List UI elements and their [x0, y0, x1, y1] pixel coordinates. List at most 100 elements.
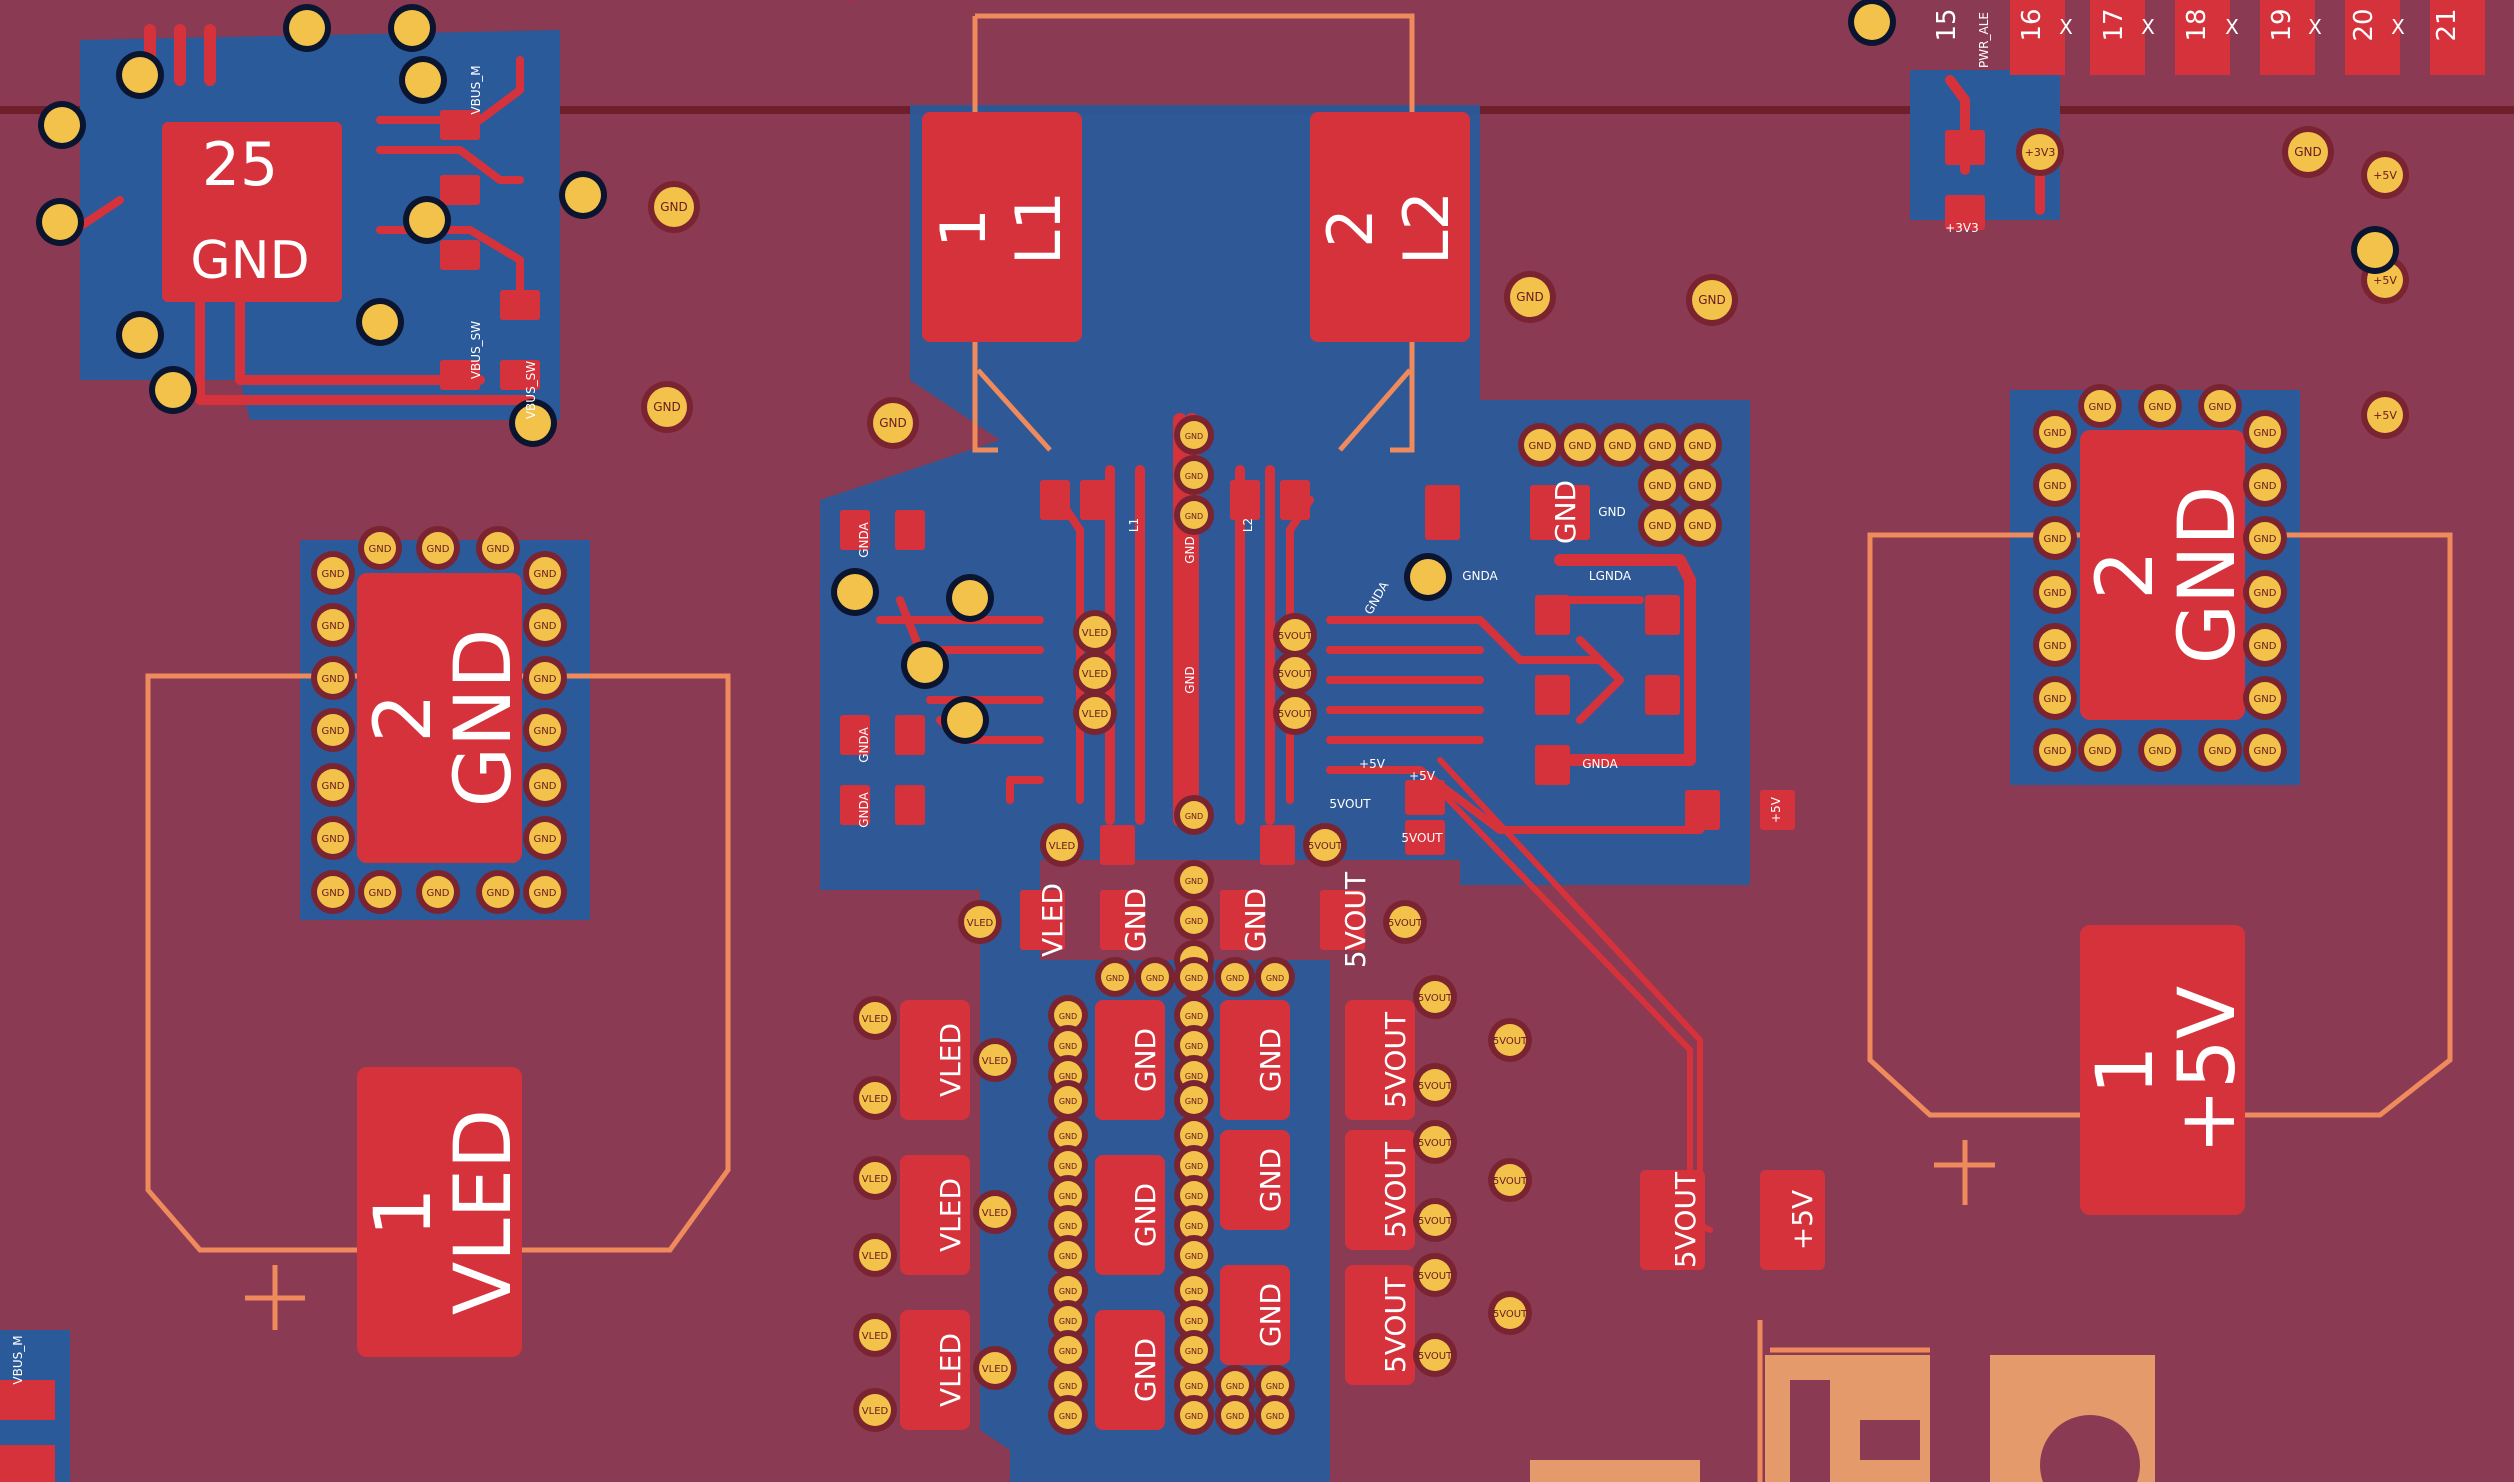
- via-plus5v[interactable]: [2367, 397, 2403, 433]
- via-gnd[interactable]: [1180, 1031, 1208, 1059]
- via[interactable]: [44, 107, 80, 143]
- via-gnd[interactable]: [1180, 1086, 1208, 1114]
- pad-L2[interactable]: [1310, 112, 1470, 342]
- via-gnd[interactable]: [2039, 469, 2071, 501]
- via-gnd[interactable]: [1180, 1371, 1208, 1399]
- via-gnd[interactable]: [2249, 469, 2281, 501]
- via-gnd[interactable]: [317, 662, 349, 694]
- via-vled[interactable]: [859, 1082, 891, 1114]
- via[interactable]: [122, 317, 158, 353]
- via[interactable]: [515, 405, 551, 441]
- via-gnd[interactable]: [2039, 416, 2071, 448]
- via-gnd[interactable]: [1054, 1001, 1082, 1029]
- via-gnd[interactable]: [2204, 390, 2236, 422]
- via-gnd[interactable]: [1180, 906, 1208, 934]
- via[interactable]: [42, 204, 78, 240]
- via-gnd[interactable]: [1054, 1371, 1082, 1399]
- via[interactable]: [947, 702, 983, 738]
- via-vled[interactable]: [859, 1002, 891, 1034]
- via-gnd[interactable]: [1644, 469, 1676, 501]
- pad-L1[interactable]: [922, 112, 1082, 342]
- via-vled[interactable]: [979, 1044, 1011, 1076]
- via-gnd[interactable]: [1054, 1276, 1082, 1304]
- pad-right-cap-gnd[interactable]: [2080, 430, 2245, 720]
- via-vled[interactable]: [964, 906, 996, 938]
- via[interactable]: [2357, 232, 2393, 268]
- via-gnd[interactable]: [1684, 469, 1716, 501]
- via-gnd[interactable]: [1141, 963, 1169, 991]
- via-vled[interactable]: [979, 1352, 1011, 1384]
- via-gnd[interactable]: [654, 187, 694, 227]
- via-gnd[interactable]: [1644, 509, 1676, 541]
- via-vled[interactable]: [1079, 657, 1111, 689]
- via-gnd[interactable]: [1180, 1336, 1208, 1364]
- via-gnd[interactable]: [1054, 1211, 1082, 1239]
- via-gnd[interactable]: [1221, 1371, 1249, 1399]
- via-svout[interactable]: [1419, 1339, 1451, 1371]
- via[interactable]: [405, 62, 441, 98]
- via-gnd[interactable]: [2039, 629, 2071, 661]
- via-gnd[interactable]: [2249, 522, 2281, 554]
- via-gnd[interactable]: [1261, 1371, 1289, 1399]
- pad-left-cap-gnd[interactable]: [357, 573, 522, 863]
- via-gnd[interactable]: [1180, 1001, 1208, 1029]
- via-svout[interactable]: [1389, 906, 1421, 938]
- via-vled[interactable]: [1079, 697, 1111, 729]
- via-gnd[interactable]: [2249, 629, 2281, 661]
- via-gnd[interactable]: [1054, 1336, 1082, 1364]
- via-svout[interactable]: [1494, 1024, 1526, 1056]
- via-gnd[interactable]: [2204, 734, 2236, 766]
- via-svout[interactable]: [1494, 1297, 1526, 1329]
- via[interactable]: [409, 202, 445, 238]
- via-svout[interactable]: [1494, 1164, 1526, 1196]
- via-gnd[interactable]: [364, 876, 396, 908]
- via-gnd[interactable]: [1261, 963, 1289, 991]
- via-svout[interactable]: [1279, 619, 1311, 651]
- via-gnd[interactable]: [2084, 734, 2116, 766]
- via-svout[interactable]: [1419, 1259, 1451, 1291]
- via-svout[interactable]: [1419, 981, 1451, 1013]
- via-gnd[interactable]: [1054, 1401, 1082, 1429]
- via-gnd[interactable]: [1644, 429, 1676, 461]
- via-vled[interactable]: [859, 1394, 891, 1426]
- via-gnd[interactable]: [364, 532, 396, 564]
- via-gnd[interactable]: [317, 822, 349, 854]
- via-gnd[interactable]: [2084, 390, 2116, 422]
- via-gnd[interactable]: [1524, 429, 1556, 461]
- via-gnd[interactable]: [1054, 1086, 1082, 1114]
- via-gnd[interactable]: [1221, 963, 1249, 991]
- via-gnd[interactable]: [529, 822, 561, 854]
- via-gnd[interactable]: [1180, 501, 1208, 529]
- via-gnd[interactable]: [1180, 1241, 1208, 1269]
- via-gnd[interactable]: [647, 387, 687, 427]
- via-gnd[interactable]: [1564, 429, 1596, 461]
- pad-u25[interactable]: [162, 122, 342, 302]
- via[interactable]: [155, 372, 191, 408]
- via[interactable]: [289, 10, 325, 46]
- pad-right-cap-5v[interactable]: [2080, 925, 2245, 1215]
- via[interactable]: [1410, 559, 1446, 595]
- via-gnd[interactable]: [1180, 801, 1208, 829]
- via-gnd[interactable]: [529, 662, 561, 694]
- via[interactable]: [952, 580, 988, 616]
- via-gnd[interactable]: [1684, 509, 1716, 541]
- via-gnd[interactable]: [1054, 1181, 1082, 1209]
- via-vled[interactable]: [859, 1319, 891, 1351]
- via-svout[interactable]: [1419, 1204, 1451, 1236]
- via-gnd[interactable]: [1180, 1276, 1208, 1304]
- via-gnd[interactable]: [529, 557, 561, 589]
- via-gnd[interactable]: [317, 609, 349, 641]
- via-gnd[interactable]: [317, 769, 349, 801]
- via-gnd[interactable]: [1221, 1401, 1249, 1429]
- via-svout[interactable]: [1309, 829, 1341, 861]
- via-gnd[interactable]: [1180, 461, 1208, 489]
- via[interactable]: [122, 57, 158, 93]
- via-gnd[interactable]: [1180, 1306, 1208, 1334]
- via-gnd[interactable]: [1180, 1181, 1208, 1209]
- via-gnd[interactable]: [1261, 1401, 1289, 1429]
- via-vled[interactable]: [859, 1239, 891, 1271]
- via-gnd[interactable]: [1180, 1401, 1208, 1429]
- via-gnd[interactable]: [1180, 866, 1208, 894]
- via-gnd[interactable]: [317, 714, 349, 746]
